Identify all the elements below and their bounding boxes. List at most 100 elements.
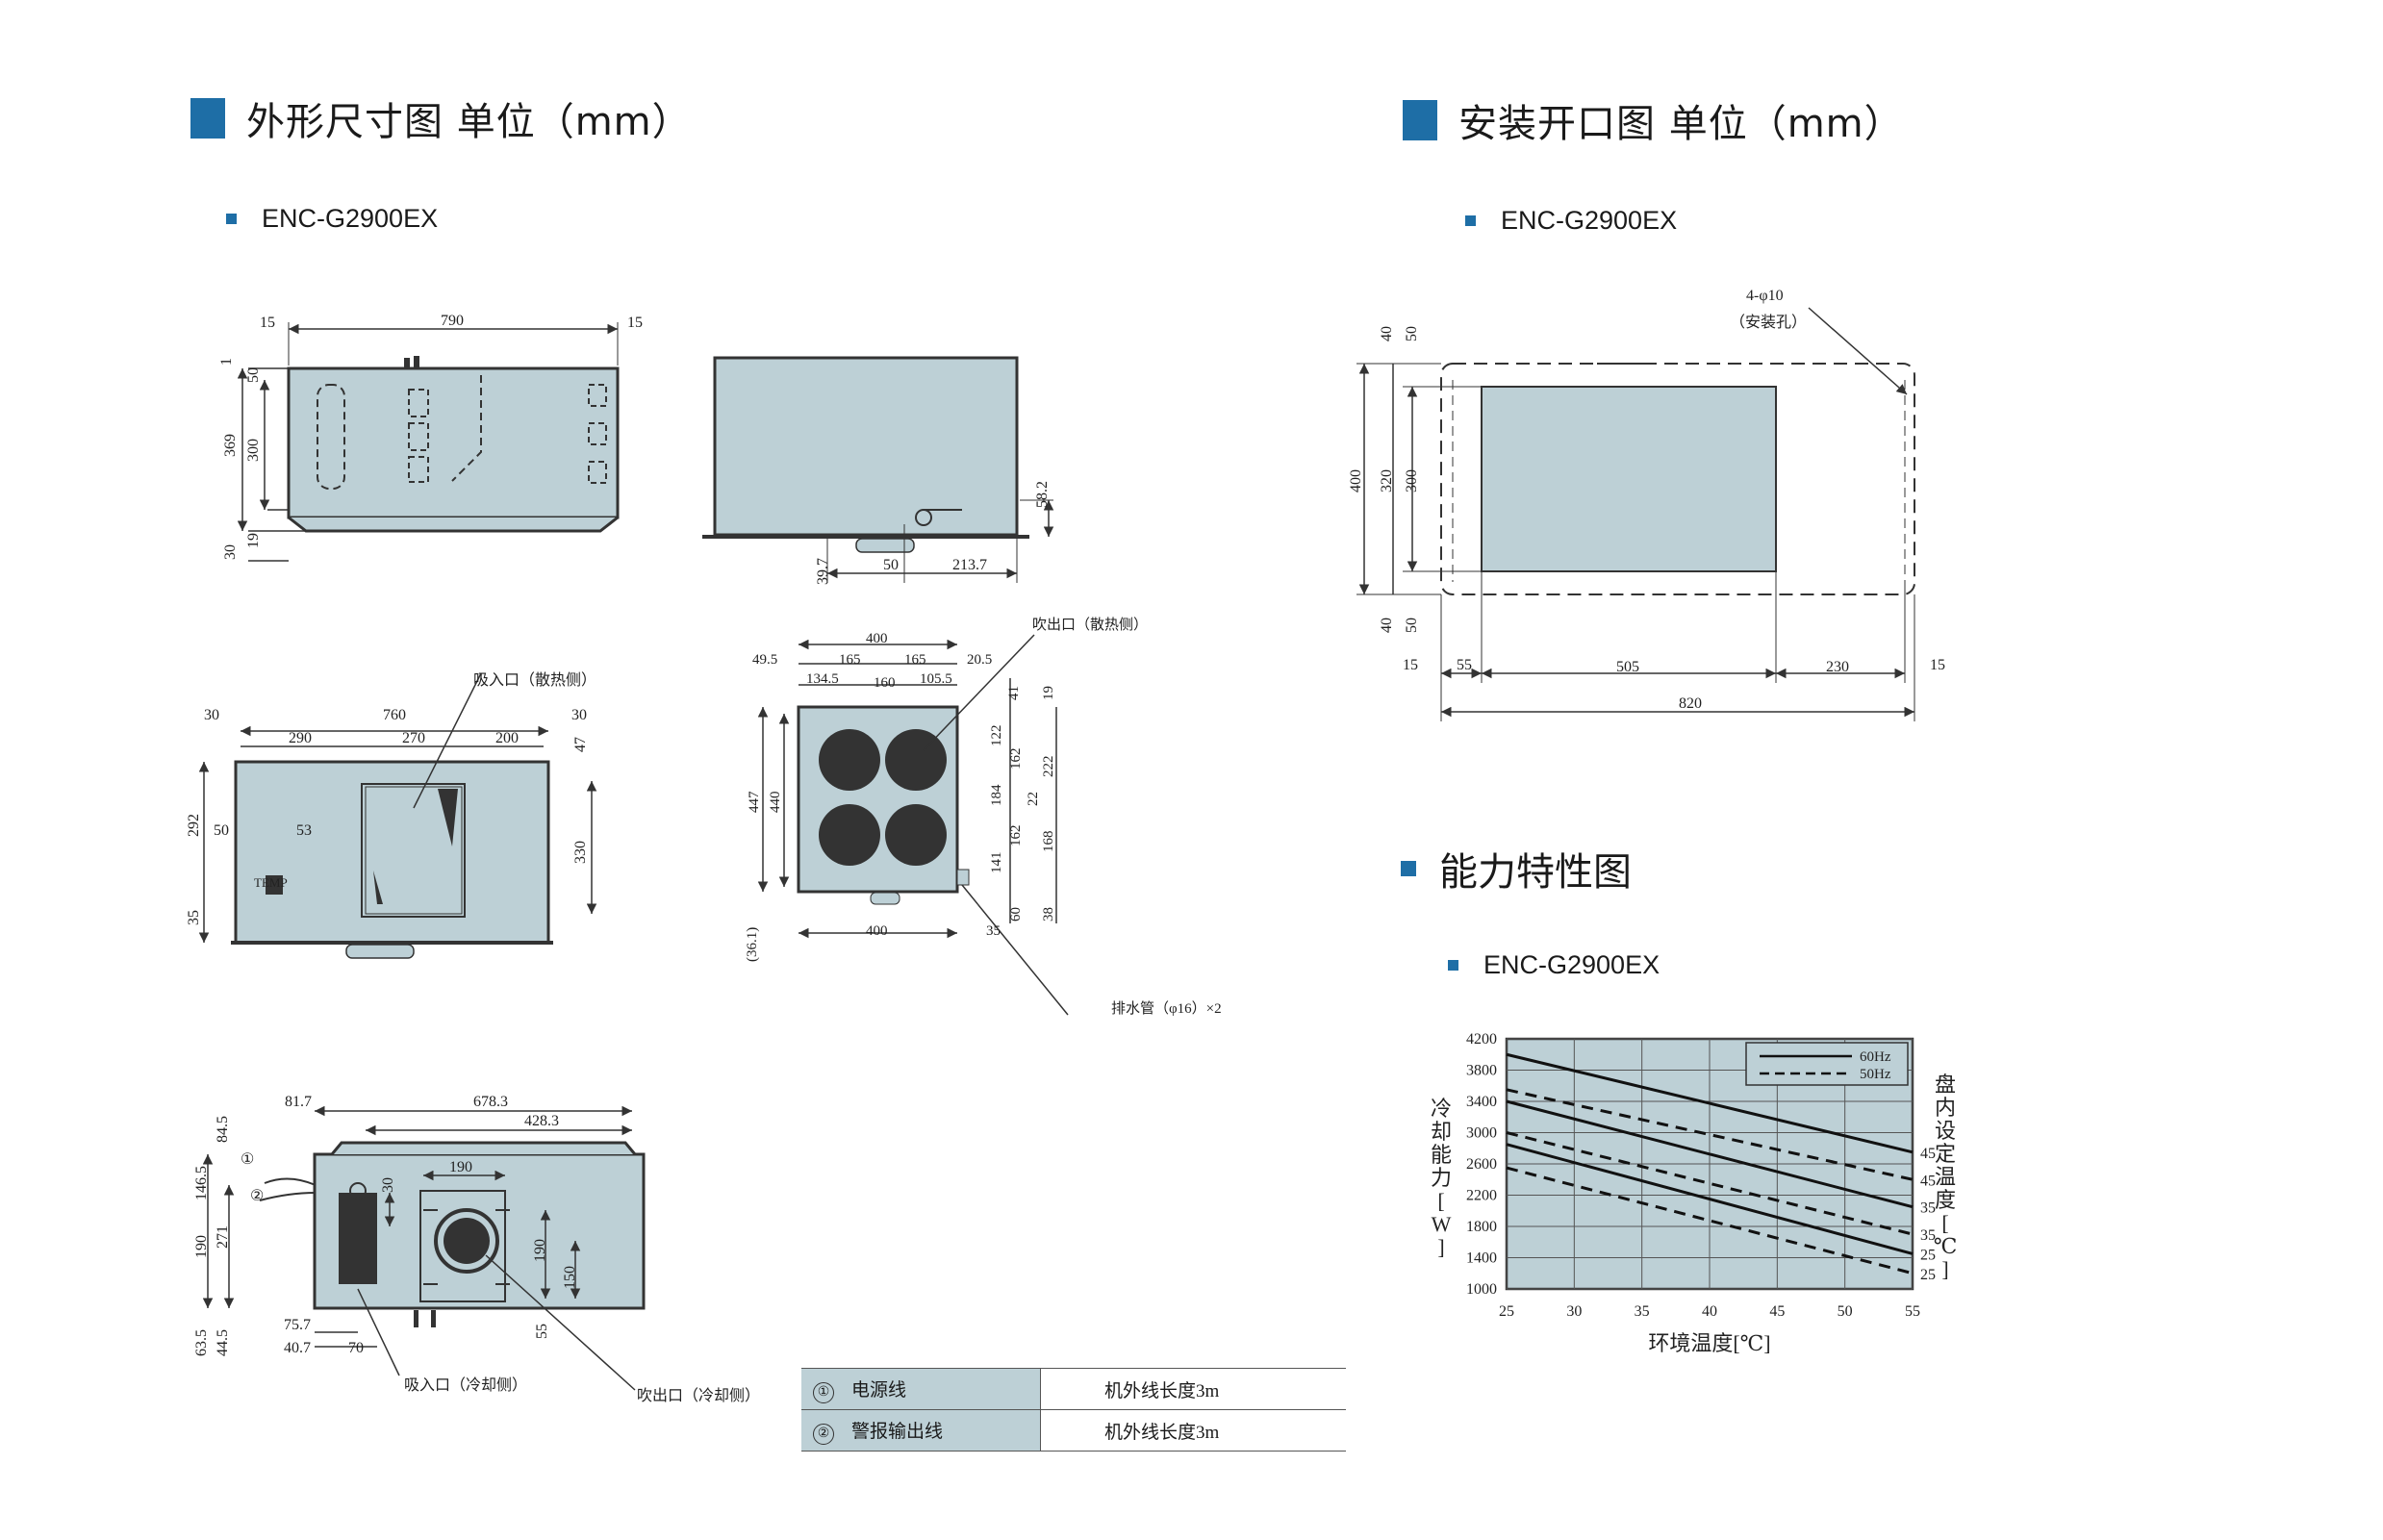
dim-44-5: 44.5	[215, 1329, 231, 1356]
section-title-capacity: 能力特性图	[1401, 841, 1632, 896]
series-end-label: 25	[1920, 1267, 1936, 1283]
legend-label: 50Hz	[1860, 1067, 1891, 1082]
section-title-opening: 安装开口图 单位（mm）	[1403, 92, 1904, 148]
callout-1: ①	[241, 1151, 254, 1168]
side-view-labels: 58.2 39.7 50 213.7	[815, 481, 1051, 585]
dimensions-model-label: ENC-G2900EX	[262, 204, 439, 233]
dim-200: 200	[495, 730, 519, 746]
dim-49-5: 49.5	[752, 652, 777, 668]
dim-400: 400	[866, 631, 888, 646]
wire-spec: 机外线长度3m	[1040, 1368, 1346, 1410]
fan-icon	[819, 729, 880, 791]
bullet-icon	[1465, 215, 1476, 226]
dim-50: 50	[1404, 326, 1420, 341]
dim-60: 60	[1008, 907, 1024, 921]
dim-19: 19	[1041, 686, 1056, 700]
temp-label: TEMP	[254, 875, 288, 890]
dim-320: 320	[1379, 469, 1395, 492]
dim-1: 1	[218, 358, 235, 366]
callout-2: ②	[250, 1188, 264, 1204]
dim-820: 820	[1679, 695, 1702, 712]
dim-30: 30	[222, 544, 239, 560]
dim-222: 222	[1041, 756, 1056, 778]
opening-labels: 4-φ10 （安装孔） 40 50 400 320 300 40 50 15 5…	[1348, 288, 1945, 712]
dimensions-model: ENC-G2900EX	[226, 204, 438, 234]
dim-330: 330	[572, 841, 589, 864]
dim-190: 190	[193, 1235, 210, 1258]
dim-160: 160	[874, 675, 896, 691]
dim-230: 230	[1826, 659, 1849, 675]
dim-35: 35	[986, 923, 1001, 939]
series-end-label: 35	[1920, 1200, 1936, 1217]
dim-40-7: 40.7	[284, 1340, 311, 1356]
dim-400: 400	[866, 923, 888, 939]
y-axis-title: 冷却能力[W]	[1431, 1097, 1452, 1259]
right-axis-title: 盘内设定温度[℃]	[1934, 1073, 1958, 1281]
exhaust-hot-label: 吹出口（散热侧）	[1032, 617, 1148, 633]
side-view-drawing	[702, 356, 1054, 583]
dim-53: 53	[296, 822, 312, 839]
dim-122: 122	[989, 725, 1004, 747]
intake-hot-label: 吸入口（散热侧）	[473, 671, 596, 689]
bullet-icon	[226, 214, 237, 224]
capacity-title: 能力特性图	[1439, 850, 1632, 895]
dim-38: 38	[1041, 907, 1056, 921]
series-line	[1506, 1088, 1914, 1181]
y-tick-label: 2200	[1466, 1188, 1497, 1204]
y-tick-label: 3000	[1466, 1125, 1497, 1142]
dim-505: 505	[1616, 659, 1639, 675]
dim-40: 40	[1379, 326, 1395, 341]
dim-400: 400	[1348, 469, 1364, 492]
dim-271: 271	[215, 1225, 231, 1249]
dim-50: 50	[245, 367, 262, 383]
dim-184: 184	[989, 784, 1004, 806]
dim-440: 440	[768, 792, 783, 814]
wire-name: 电源线	[851, 1379, 907, 1401]
dim-150: 150	[562, 1266, 578, 1289]
series-end-label: 45	[1920, 1146, 1936, 1162]
dim-39-7: 39.7	[815, 558, 831, 585]
x-tick-label: 55	[1905, 1303, 1920, 1320]
wire-number: ①	[813, 1381, 834, 1403]
x-axis-title: 环境温度[℃]	[1648, 1331, 1770, 1355]
y-tick-label: 3400	[1466, 1094, 1497, 1110]
dim-428-3: 428.3	[524, 1113, 559, 1129]
dim-30: 30	[571, 707, 587, 723]
dim-168: 168	[1041, 831, 1056, 853]
dim-30: 30	[380, 1177, 396, 1193]
bottom-view-drawing	[202, 1105, 646, 1391]
opening-model: ENC-G2900EX	[1465, 206, 1677, 236]
dim-300: 300	[1404, 469, 1420, 492]
x-tick-label: 25	[1499, 1303, 1514, 1320]
dim-41: 41	[1006, 686, 1022, 700]
bullet-icon	[1448, 960, 1458, 971]
dim-22: 22	[1026, 792, 1041, 806]
dim-30: 30	[204, 707, 219, 723]
y-tick-label: 1800	[1466, 1219, 1497, 1235]
series-end-label: 45	[1920, 1173, 1936, 1189]
dim-63-5: 63.5	[193, 1329, 210, 1356]
x-tick-label: 45	[1769, 1303, 1785, 1320]
capacity-model-label: ENC-G2900EX	[1483, 950, 1660, 979]
table-row: ① 电源线 机外线长度3m	[801, 1368, 1346, 1410]
top-view-drawing	[237, 322, 620, 562]
dim-40: 40	[1379, 618, 1395, 633]
front-view-drawing	[198, 672, 597, 959]
back-view-drawing	[757, 634, 1069, 1016]
dim-165: 165	[839, 652, 861, 668]
title-marker	[1403, 100, 1437, 140]
section-title-dimensions: 外形尺寸图 单位（mm）	[190, 90, 692, 146]
y-tick-label: 1400	[1466, 1250, 1497, 1267]
mounting-holes-label: 4-φ10	[1746, 288, 1784, 304]
series-line	[1506, 1099, 1914, 1209]
legend-label: 60Hz	[1860, 1049, 1891, 1065]
dim-50: 50	[214, 822, 229, 839]
series-line	[1506, 1143, 1914, 1255]
dim-213-7: 213.7	[952, 557, 987, 573]
capacity-model: ENC-G2900EX	[1448, 950, 1660, 980]
wire-name-cell: ① 电源线	[801, 1368, 1041, 1410]
dim-162: 162	[1008, 825, 1024, 847]
dim-50: 50	[1404, 618, 1420, 633]
